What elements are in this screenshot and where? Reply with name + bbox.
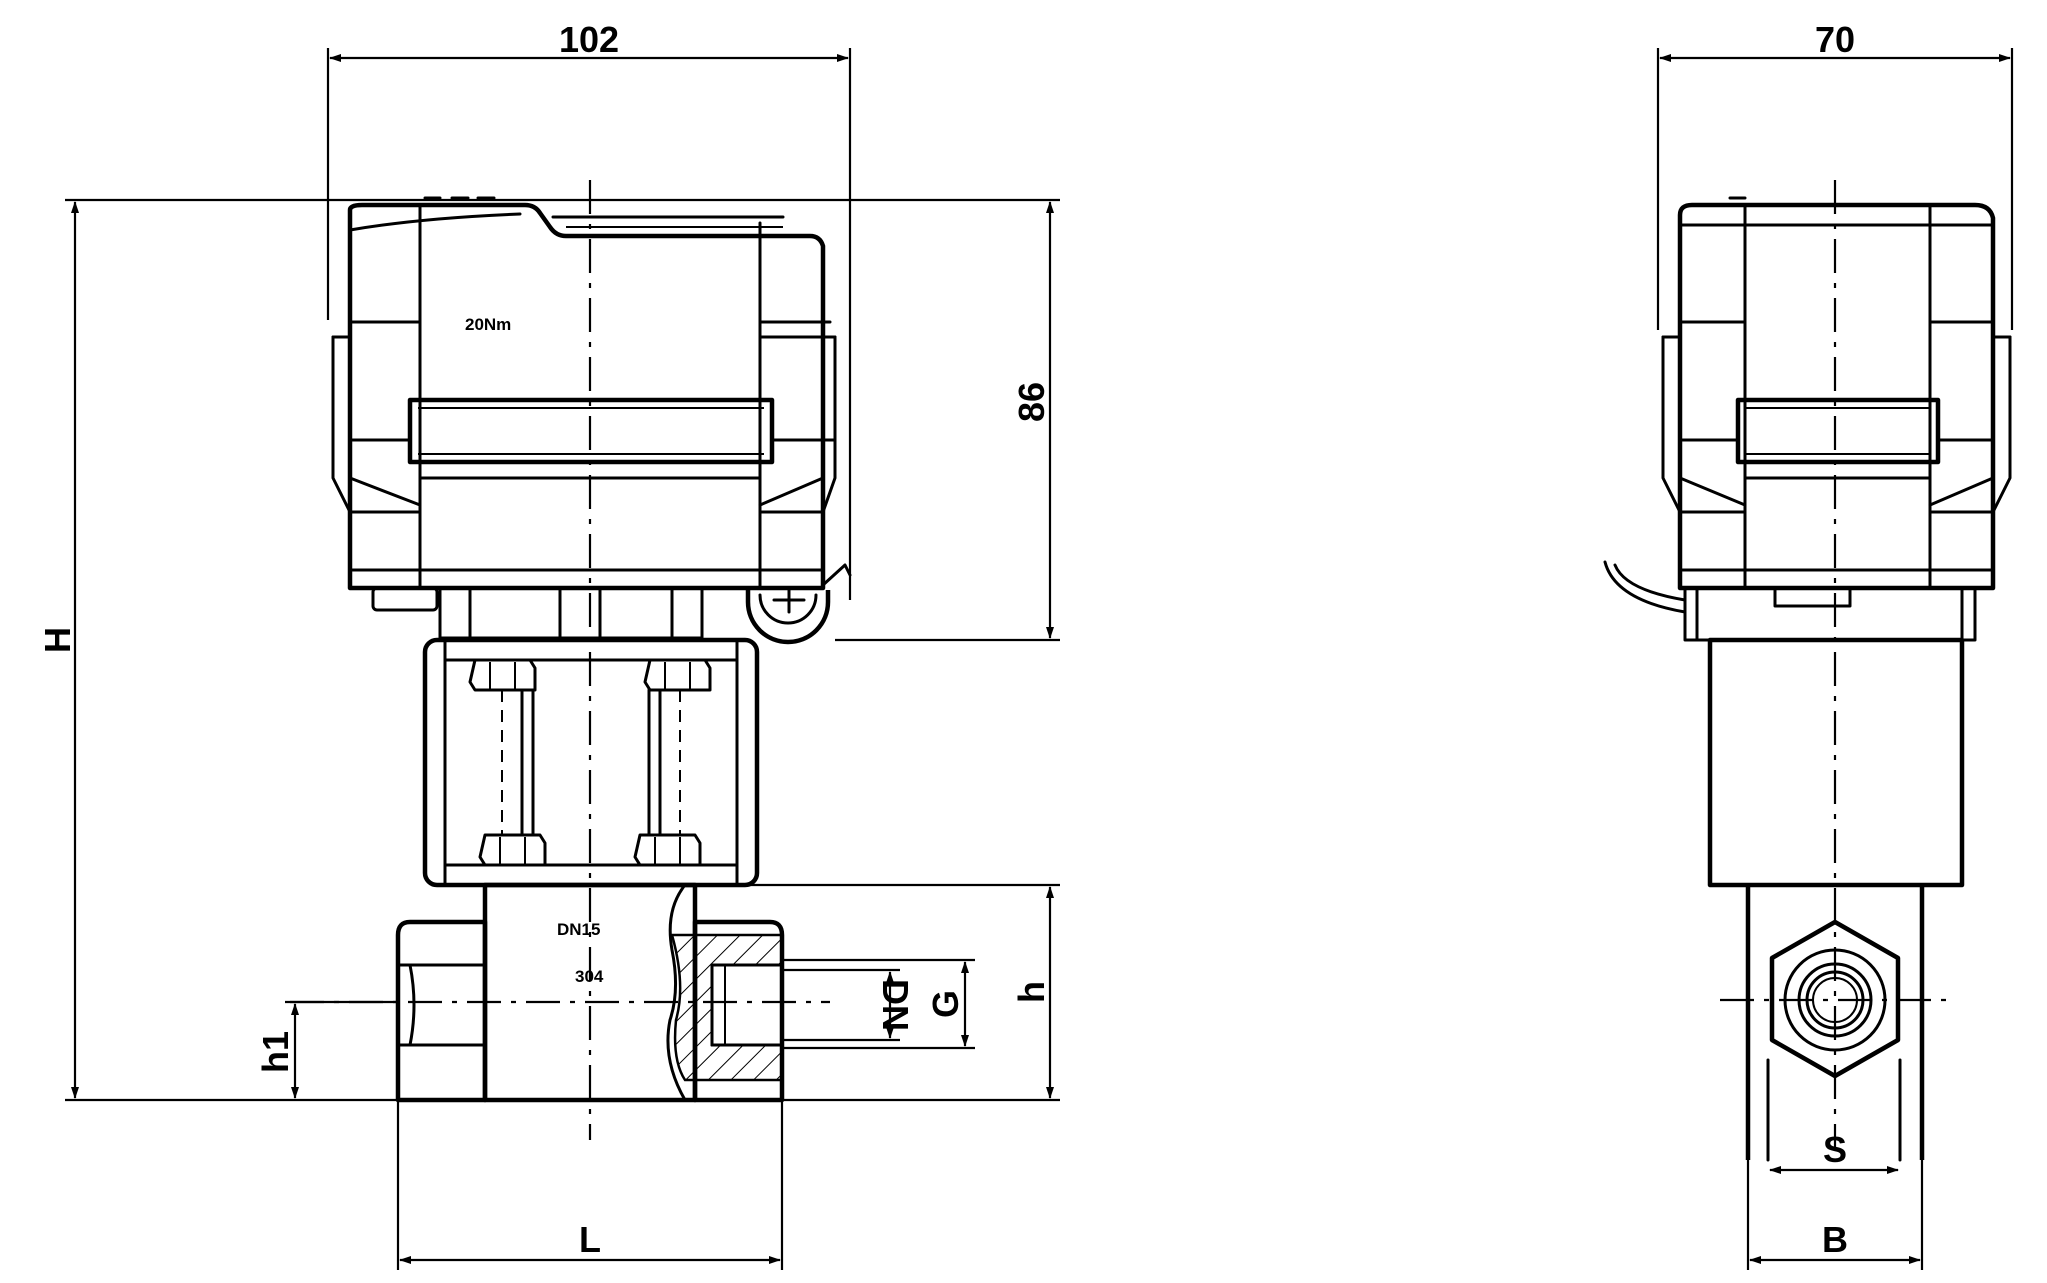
actuator-base-front <box>371 563 852 645</box>
dim-center-height: h1 <box>255 1031 296 1073</box>
actuator-housing-front: 20Nm <box>331 196 837 591</box>
dim-body-height: h <box>1011 981 1052 1003</box>
dim-front-width: 102 <box>559 19 619 60</box>
dim-side-width: 70 <box>1815 19 1855 60</box>
front-view: 20Nm <box>290 180 852 1140</box>
front-dimensions: 102 H 86 h h1 L DN G <box>37 19 1060 1270</box>
dim-width-b: B <box>1822 1219 1848 1260</box>
mounting-bracket-front <box>422 637 760 888</box>
torque-label: 20Nm <box>465 315 511 334</box>
dim-overall-height: H <box>37 627 78 653</box>
dim-thread: G <box>925 990 966 1018</box>
dim-length: L <box>579 1219 601 1260</box>
valve-body-front: DN15 304 <box>395 882 785 1103</box>
dim-nominal-diameter: DN <box>875 979 916 1031</box>
side-view <box>1603 180 2012 1162</box>
dim-hex-flat: S <box>1823 1129 1847 1170</box>
dim-actuator-height: 86 <box>1011 382 1052 422</box>
actuator-base-side <box>1683 586 1977 642</box>
size-label: DN15 <box>557 920 600 939</box>
side-dimensions: 70 S B <box>1656 19 2014 1270</box>
actuator-housing-side <box>1603 196 2012 614</box>
